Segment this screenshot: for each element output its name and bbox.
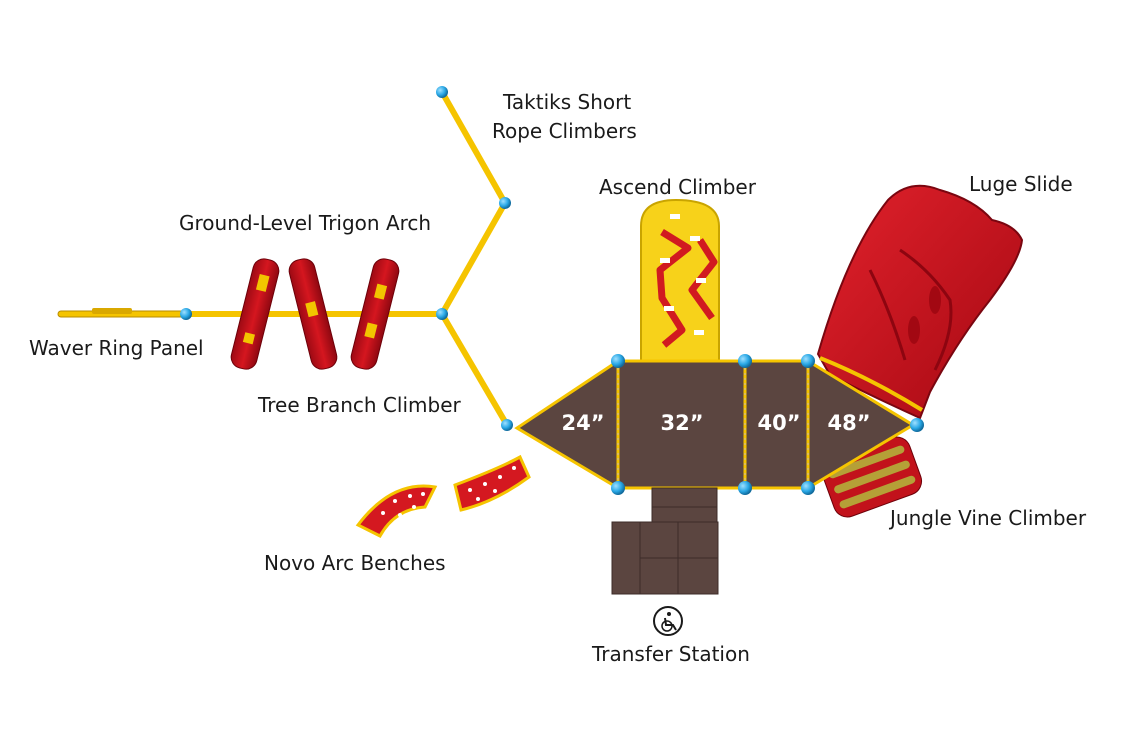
deck-height-48: 48” (827, 411, 871, 435)
taktiks-rope-climbers (439, 89, 508, 317)
transfer-station (611, 521, 719, 595)
post-caps (180, 86, 924, 495)
label-waver-ring-panel: Waver Ring Panel (29, 336, 204, 360)
waver-ring-panel (57, 308, 187, 318)
label-luge-slide: Luge Slide (969, 172, 1073, 196)
luge-slide (816, 184, 1024, 420)
wheelchair-icon (653, 606, 683, 636)
deck-platforms (514, 358, 916, 491)
label-ascend-climber: Ascend Climber (599, 175, 756, 199)
label-novo-arc-benches: Novo Arc Benches (264, 551, 446, 575)
deck-height-24: 24” (561, 411, 605, 435)
label-tree-branch-climber: Tree Branch Climber (258, 393, 461, 417)
deck-height-32: 32” (660, 411, 704, 435)
label-jungle-vine-climber: Jungle Vine Climber (890, 506, 1087, 530)
label-taktiks-line2: Rope Climbers (492, 119, 637, 143)
label-transfer-station: Transfer Station (592, 642, 750, 666)
deck-height-40: 40” (757, 411, 801, 435)
novo-arc-benches (355, 454, 531, 538)
label-trigon-arch: Ground-Level Trigon Arch (179, 211, 432, 235)
label-taktiks-line1: Taktiks Short (503, 90, 632, 114)
stairway (651, 487, 718, 527)
ascend-climber (640, 198, 720, 365)
trigon-arch (230, 258, 400, 370)
